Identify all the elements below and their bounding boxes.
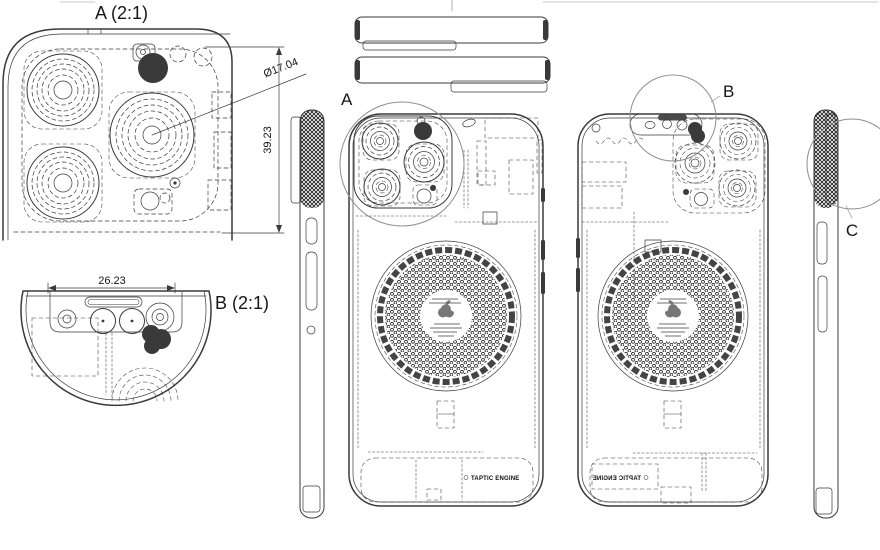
through-flash-box — [683, 188, 715, 209]
back-lens-ultrawide — [361, 122, 399, 160]
phone-front-view: TAPTIC ENGINE B — [576, 74, 769, 507]
detail-a-lens-telephoto — [108, 91, 196, 179]
detail-b-callout-circle — [629, 74, 717, 162]
back-bottom-internals: TAPTIC ENGINE — [360, 451, 534, 503]
back-lens-wide — [363, 168, 401, 206]
through-lens-top-right — [719, 122, 757, 160]
face-id-dot — [676, 119, 688, 131]
detail-a-diameter-value: Ø17.04 — [262, 56, 300, 80]
detail-a-flash-box — [133, 177, 181, 215]
back-lidar-dot — [414, 122, 432, 140]
construction-lines — [59, 0, 879, 12]
detail-a-height-dimension: 39.23 — [204, 46, 285, 234]
apple-logo — [438, 300, 457, 318]
detail-a-lens-wide — [23, 143, 103, 223]
side-view-left — [290, 109, 325, 519]
detail-view-a: A (2:1) — [2, 3, 307, 241]
back-internal-components — [355, 117, 543, 451]
detail-b-camera-blob — [142, 325, 171, 354]
side-view-right: C — [806, 109, 880, 519]
phone-back-view: TAPTIC ENGINE A — [339, 90, 545, 507]
top-edge-view-1 — [354, 16, 549, 51]
detail-view-b: 26.23 B (2:1) — [20, 275, 269, 407]
front-bottom-internals: TAPTIC ENGINE — [589, 452, 763, 504]
detail-b-sensors — [57, 302, 175, 334]
detail-c-callout-circle — [806, 118, 880, 210]
back-flash-box — [412, 184, 438, 206]
earpiece-speaker — [658, 114, 687, 121]
detail-a-title: A (2:1) — [95, 3, 148, 23]
apple-logo-mirrored — [662, 300, 681, 318]
front-camera — [662, 119, 672, 129]
detail-a-height-value: 39.23 — [262, 126, 274, 154]
callout-a-label: A — [341, 90, 353, 109]
top-edge-view-2 — [354, 56, 551, 93]
back-camera-module — [353, 115, 453, 209]
callout-b-label: B — [723, 82, 734, 101]
detail-a-sensor-cluster — [132, 43, 213, 83]
proximity-sensor — [644, 121, 656, 129]
front-internal-components — [581, 137, 761, 451]
back-lens-telephoto — [403, 141, 445, 183]
regulatory-microtext — [429, 298, 462, 337]
regulatory-microtext — [657, 298, 689, 337]
front-camera-blob — [688, 122, 705, 143]
detail-a-lidar-dot — [138, 53, 168, 83]
detail-a-callout-circle — [339, 101, 465, 227]
callout-c-label: C — [846, 221, 858, 240]
detail-b-width-value: 26.23 — [98, 275, 126, 287]
detail-b-title: B (2:1) — [215, 293, 269, 313]
taptic-engine-label-mirrored: TAPTIC ENGINE — [593, 476, 642, 482]
detail-b-width-dimension: 26.23 — [47, 275, 176, 294]
front-charging-coil — [597, 240, 749, 392]
through-lens-bottom-right — [718, 169, 756, 207]
back-charging-coil — [370, 240, 522, 392]
taptic-engine-label: TAPTIC ENGINE — [471, 476, 520, 482]
top-edge-views — [354, 16, 551, 93]
detail-a-lens-ultrawide — [23, 50, 103, 130]
detail-b-earpiece-slot — [84, 296, 143, 308]
